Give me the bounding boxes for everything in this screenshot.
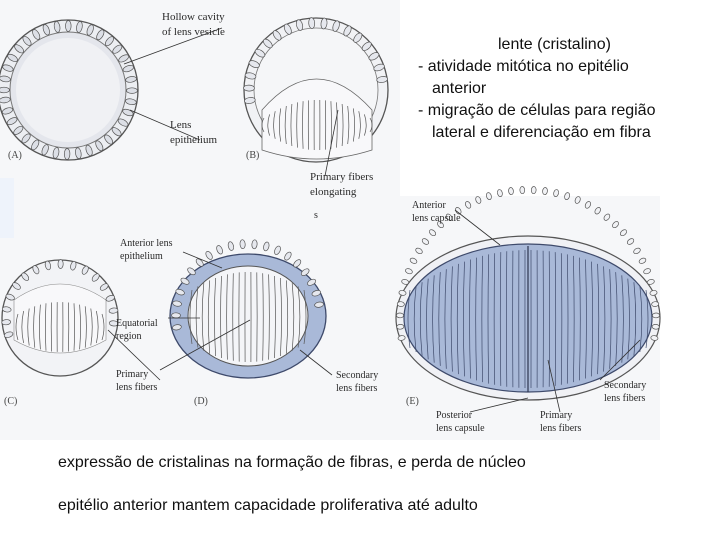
label-anterior-capsule-1: Anterior <box>412 200 447 211</box>
epithelial-cell <box>531 186 536 193</box>
epithelial-cell <box>65 20 71 31</box>
panel-label-a: (A) <box>8 150 22 161</box>
epithelial-cell <box>553 189 559 197</box>
label-anterior-capsule-2: lens capsule <box>412 213 461 224</box>
epithelial-cell <box>243 85 254 91</box>
label-secondary-d-2: lens fibers <box>336 383 377 394</box>
epithelial-cell <box>397 324 405 329</box>
epithelial-cell <box>396 313 403 318</box>
label-posterior-capsule-2: lens capsule <box>436 423 485 434</box>
epithelial-cell <box>497 189 503 197</box>
side-note: lente (cristalino) - atividade mitótica … <box>418 34 718 144</box>
label-stray: s <box>314 210 318 221</box>
panel-label-b: (B) <box>246 150 259 161</box>
label-primary-elongating-2: elongating <box>310 186 357 198</box>
epithelial-cell <box>651 301 659 307</box>
epithelial-cell <box>652 324 660 329</box>
label-anterior-epithelium-1: Anterior lens <box>120 238 173 249</box>
epithelial-cell <box>240 240 246 249</box>
epithelial-cell <box>0 87 10 93</box>
caption-crystallins: expressão de cristalinas na formação de … <box>58 454 526 472</box>
side-note-line-2b: lateral e diferenciação em fibra <box>418 122 718 144</box>
label-equatorial-2: region <box>116 331 142 342</box>
label-lens-epithelium-2: epithelium <box>170 134 217 146</box>
panel-a-lens-vesicle <box>0 20 138 160</box>
label-hollow-cavity-1: Hollow cavity <box>162 11 225 23</box>
epithelial-cell <box>171 313 180 318</box>
label-primary-elongating-1: Primary fibers <box>310 171 373 183</box>
epithelial-cell <box>508 187 514 195</box>
epithelial-cell <box>2 319 11 325</box>
label-anterior-epithelium-2: epithelium <box>120 251 163 262</box>
epithelial-cell <box>652 313 659 318</box>
panel-b-elongating-fibers <box>243 17 388 162</box>
label-equatorial-1: Equatorial <box>116 318 158 329</box>
figure-paper-gap <box>0 178 14 238</box>
side-note-line-1b: anterior <box>418 78 718 100</box>
panel-label-d: (D) <box>194 396 208 407</box>
epithelial-cell <box>397 301 405 307</box>
epithelial-cell <box>542 187 548 195</box>
label-primary-e-2: lens fibers <box>540 423 581 434</box>
label-secondary-e-2: lens fibers <box>604 393 645 404</box>
panel-label-e: (E) <box>406 396 419 407</box>
epithelial-cell <box>308 17 315 28</box>
label-lens-epithelium-1: Lens <box>170 119 191 131</box>
epithelial-cell <box>64 148 70 159</box>
epithelial-cell <box>520 186 525 193</box>
label-primary-c-2: lens fibers <box>116 382 157 393</box>
panel-c-primary-fibers <box>2 259 119 376</box>
caption-proliferative: epitélio anterior mantem capacidade prol… <box>58 497 478 515</box>
side-note-line-2: - migração de células para região <box>418 100 718 122</box>
label-posterior-capsule-1: Posterior <box>436 410 473 421</box>
label-hollow-cavity-2: of lens vesicle <box>162 26 225 38</box>
epithelial-cell <box>252 240 258 249</box>
panel-label-c: (C) <box>4 396 17 407</box>
label-primary-e-1: Primary <box>540 410 572 421</box>
side-note-line-1: - atividade mitótica no epitélio <box>418 56 718 78</box>
side-note-title: lente (cristalino) <box>418 34 718 56</box>
label-secondary-e-1: Secondary <box>604 380 646 391</box>
epithelial-cell <box>58 259 63 268</box>
label-secondary-d-1: Secondary <box>336 370 378 381</box>
label-primary-c-1: Primary <box>116 369 148 380</box>
epithelial-cell <box>126 88 137 94</box>
